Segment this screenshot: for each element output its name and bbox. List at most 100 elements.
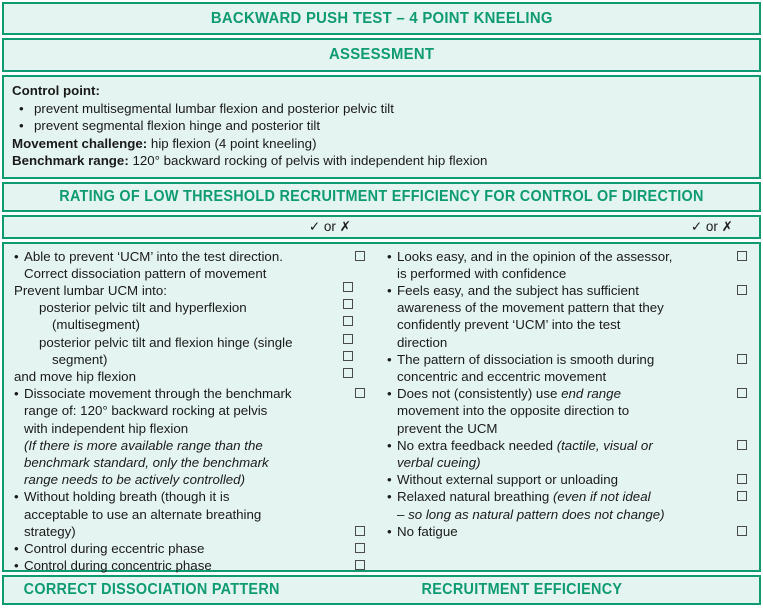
checklist-item: • Able to prevent ‘UCM’ into the test dir… [4,248,377,265]
bullet-icon: • [14,489,19,505]
footer-label-recruitment: RECRUITMENT EFFICIENCY [421,580,623,598]
bullet-icon: • [14,248,19,264]
benchmark-range-value: 120° backward rocking of pelvis with ind… [132,153,488,168]
checkbox-cell[interactable] [725,282,759,295]
control-point-bullet: • prevent segmental flexion hinge and po… [12,117,751,135]
checkbox[interactable] [737,439,747,450]
checklist-text: (multisegment) [52,317,140,333]
checklist-item-text: Dissociate movement through the benchmar… [24,386,292,402]
checklist-item-continuation: concentric and eccentric movement [377,368,759,385]
mark-header-row: ✓ or ✗ ✓ or ✗ [2,214,761,239]
checkbox[interactable] [343,333,353,344]
check-or-cross-label: ✓ or ✗ [690,218,733,234]
checkbox[interactable] [343,299,353,310]
checkbox[interactable] [355,542,365,553]
checklist-item-continuation: verbal cueing) [377,454,759,471]
checklist-item-text: Without external support or unloading [397,472,619,488]
footer-label-dissociation: CORRECT DISSOCIATION PATTERN [23,580,280,598]
checklist-text-line: posterior pelvic tilt and flexion hinge … [4,333,377,351]
assessment-heading: ASSESSMENT [328,46,435,63]
checklist-item-text: benchmark standard, only the benchmark [24,454,269,470]
checkbox-cell[interactable] [343,557,377,571]
checkbox[interactable] [737,474,747,485]
checkbox[interactable] [355,250,365,261]
checkbox[interactable] [343,367,353,378]
checklist-item: •The pattern of dissociation is smooth d… [377,351,759,368]
checkbox-cell[interactable] [343,523,377,536]
sheet-title-band: BACKWARD PUSH TEST – 4 POINT KNEELING [2,2,761,35]
bullet-icon: • [14,386,19,402]
checklist-item: •Without holding breath (though it is [4,488,377,505]
checklist-item: • Relaxed natural breathing (even if not … [377,488,759,505]
checklist-item-text: strategy) [24,523,76,539]
checkbox[interactable] [355,525,365,536]
checkbox[interactable] [343,350,353,361]
checkbox[interactable] [343,281,353,292]
checklist-body: • Able to prevent ‘UCM’ into the test dir… [2,241,761,574]
checklist-item-continuation: range of: 120° backward rocking at pelvi… [4,402,377,419]
checkbox-cell[interactable] [725,523,759,536]
checklist-text: Prevent lumbar UCM into: [14,282,167,298]
bullet-icon: • [14,558,19,574]
checkbox-cell-spacer [343,350,377,368]
bullet-icon: • [19,118,24,133]
checkbox[interactable] [355,560,365,571]
checklist-item-text: – so long as natural pattern does not ch… [397,506,665,522]
checklist-item-text: Relaxed natural breathing (even if not i… [397,489,651,505]
checkbox[interactable] [737,525,747,536]
checkbox-cell[interactable] [343,248,377,261]
checkbox-cell[interactable] [343,540,377,553]
checkbox[interactable] [737,250,747,261]
bullet-icon: • [387,472,392,488]
checkbox[interactable] [737,353,747,364]
checklist-item-text: range needs to be actively controlled) [24,472,246,488]
footer-right: RECRUITMENT EFFICIENCY [377,577,759,603]
bullet-icon: • [387,437,392,453]
checkbox-cell[interactable] [725,385,759,399]
control-point-bullet-text: prevent segmental flexion hinge and post… [34,118,321,133]
page-title: BACKWARD PUSH TEST – 4 POINT KNEELING [210,9,553,27]
checkbox-cell[interactable] [725,248,759,261]
checkbox-cell[interactable] [725,437,759,450]
checkbox-cell[interactable] [725,471,759,485]
movement-challenge-label: Movement challenge: [12,135,148,151]
checkbox[interactable] [343,316,353,327]
footer-band: CORRECT DISSOCIATION PATTERN RECRUITMENT… [2,574,761,605]
checkbox-cell[interactable] [725,351,759,364]
checkbox[interactable] [737,388,747,399]
checklist-item: •Feels easy, and the subject has suffici… [377,282,759,299]
checklist-item-continuation: – so long as natural pattern does not ch… [377,506,759,523]
checklist-item: •Control during concentric phase [4,557,377,574]
checklist-item-text: (If there is more available range than t… [24,437,263,453]
checklist-text-line: and move hip flexion [4,367,377,385]
bullet-icon: • [387,489,392,505]
checklist-item-continuation: prevent the UCM [377,420,759,437]
mark-header-right: ✓ or ✗ [377,217,759,237]
checklist-item-text: with independent hip flexion [24,420,189,436]
checklist-item-text: Able to prevent ‘UCM’ into the test dire… [24,248,283,264]
checkbox-cell[interactable] [725,488,759,502]
bullet-icon: • [387,523,392,539]
checkbox-cell-spacer [343,367,377,385]
checklist-item-text: Does not (consistently) use end range [397,386,621,402]
control-point-label: Control point: [12,83,100,98]
checklist-item-text: Control during eccentric phase [24,540,205,556]
checklist-item: • Dissociate movement through the benchma… [4,385,377,402]
checkbox[interactable] [737,284,747,295]
checkbox-cell[interactable] [343,385,377,399]
checkbox[interactable] [355,388,365,399]
checkbox[interactable] [737,491,747,502]
bullet-icon: • [387,386,392,402]
checklist-item-continuation: acceptable to use an alternate breathing [4,506,377,523]
checklist-item-text: is performed with confidence [397,265,567,281]
bullet-icon: • [387,282,392,298]
benchmark-range-line: Benchmark range: 120° backward rocking o… [12,152,751,170]
benchmark-range-label: Benchmark range: [12,153,129,168]
rating-heading: RATING OF LOW THRESHOLD RECRUITMENT EFFI… [59,187,704,205]
checklist-item-continuation: direction [377,334,759,351]
checklist-item: • Without external support or unloading [377,471,759,488]
checklist-item-continuation: with independent hip flexion [4,420,377,437]
checklist-item-continuation: movement into the opposite direction to [377,402,759,419]
checklist-item-continuation: benchmark standard, only the benchmark [4,454,377,471]
